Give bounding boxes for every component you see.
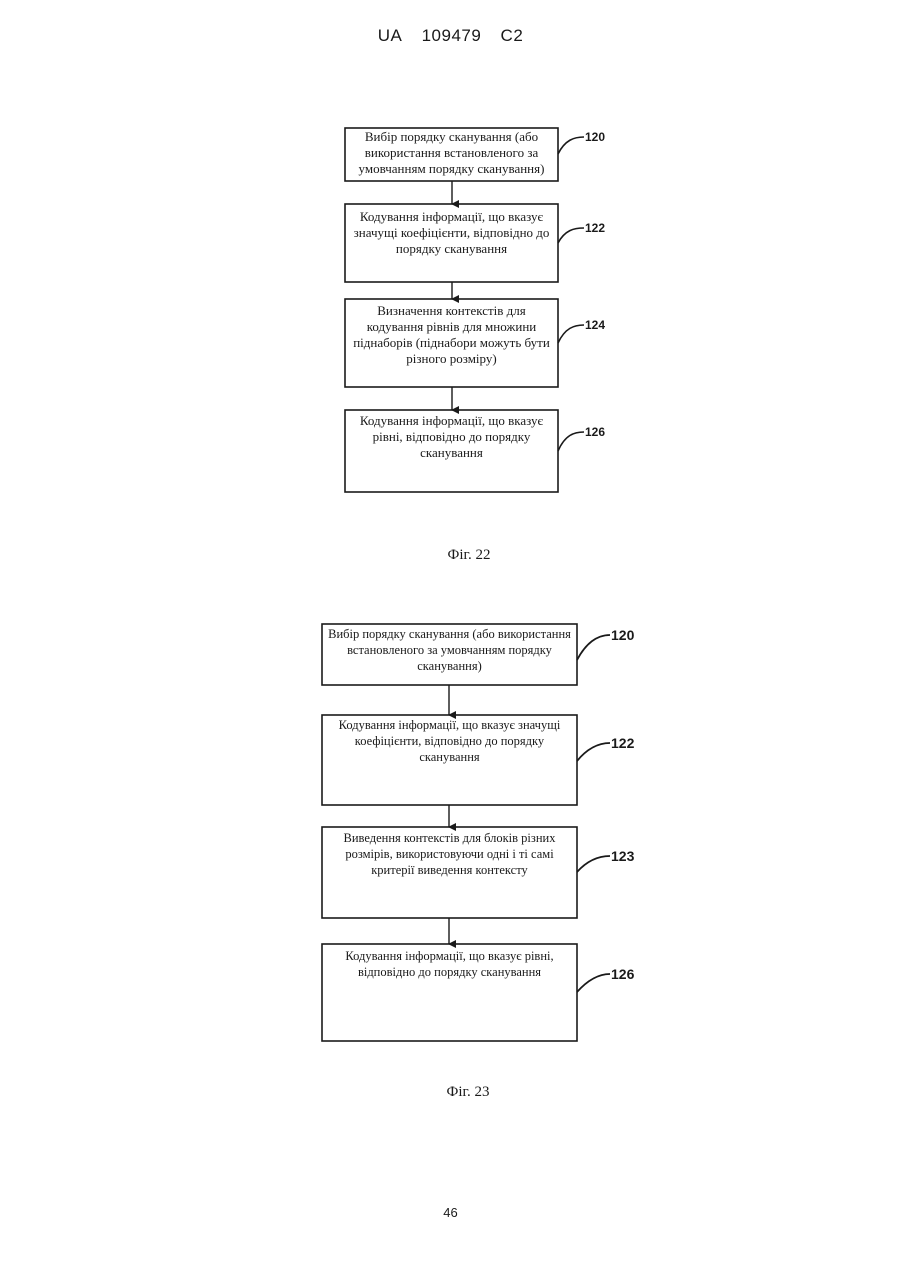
fig22-leader-120	[558, 137, 584, 154]
fig23-caption: Фіг. 23	[368, 1084, 568, 1101]
fig22-ref-126: 126	[585, 425, 605, 439]
fig23-leader-126	[577, 974, 610, 992]
fig23-ref-120: 120	[611, 627, 634, 643]
fig22-ref-120: 120	[585, 130, 605, 144]
fig23-leader-123	[577, 856, 610, 872]
fig23-leader-122	[577, 743, 610, 761]
fig23-ref-122: 122	[611, 735, 634, 751]
fig22-step-124-text: Визначення контекстів для кодування рівн…	[349, 303, 554, 367]
fig22-leader-122	[558, 228, 584, 243]
page-number: 46	[0, 1205, 901, 1220]
fig23-step-120-text: Вибір порядку сканування (або використан…	[326, 626, 573, 674]
fig23-ref-126: 126	[611, 966, 634, 982]
fig22-caption: Фіг. 22	[369, 547, 569, 564]
fig22-leader-126	[558, 432, 584, 451]
fig22-step-126-text: Кодування інформації, що вказує рівні, в…	[349, 413, 554, 461]
fig22-leader-124	[558, 325, 584, 343]
fig22-ref-122: 122	[585, 221, 605, 235]
fig22-ref-124: 124	[585, 318, 605, 332]
fig22-step-122-text: Кодування інформації, що вказує значущі …	[349, 209, 554, 257]
fig23-step-126-text: Кодування інформації, що вказує рівні, в…	[326, 948, 573, 980]
fig23-step-122-text: Кодування інформації, що вказує значущі …	[326, 717, 573, 765]
fig22-step-120-text: Вибір порядку сканування (або використан…	[349, 129, 554, 177]
fig23-ref-123: 123	[611, 848, 634, 864]
fig23-step-123-text: Виведення контекстів для блоків різних р…	[326, 830, 573, 878]
fig23-leader-120	[577, 635, 610, 660]
